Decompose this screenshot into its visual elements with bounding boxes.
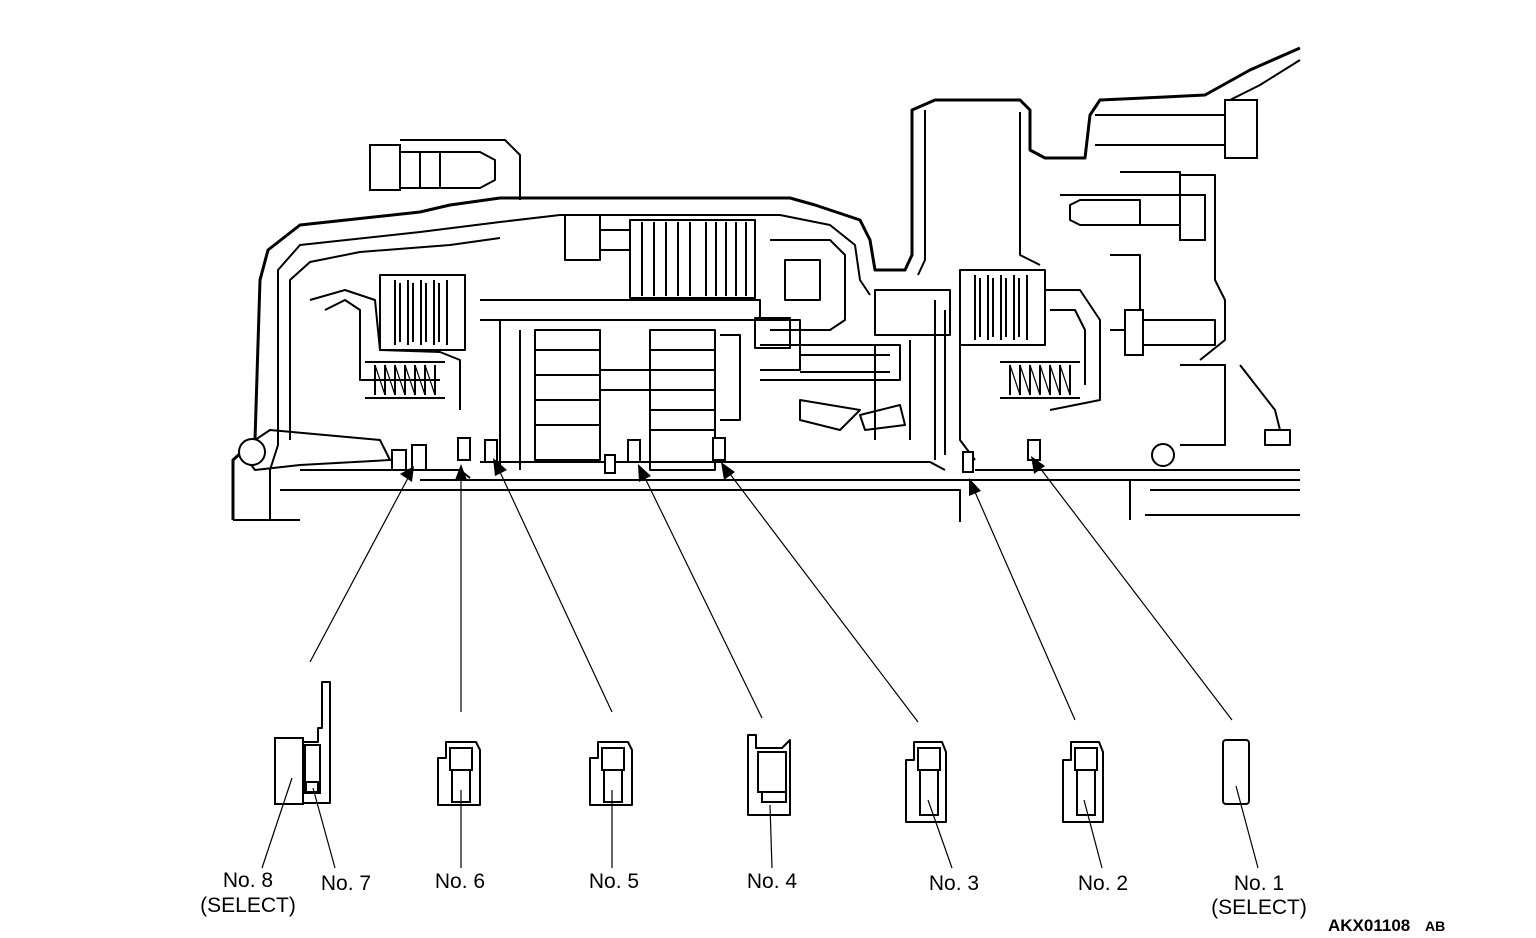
leader-no3 xyxy=(721,462,919,723)
leader-no8 xyxy=(309,466,414,663)
figure-code-suffix: AB xyxy=(1425,918,1445,934)
label-no5: No. 5 xyxy=(589,870,639,893)
bolt-left xyxy=(369,139,521,200)
bearing-details xyxy=(261,681,1259,869)
label-no4: No. 4 xyxy=(747,870,798,893)
label-no3: No. 3 xyxy=(929,872,979,895)
figure-code-main: AKX01108 xyxy=(1328,916,1410,935)
bearing-detail-no8-no7 xyxy=(261,681,336,869)
leader-no4 xyxy=(638,464,763,719)
clutch-pack-right xyxy=(874,254,1291,467)
bearing-detail-no5 xyxy=(589,741,633,868)
label-no1: No. 1 xyxy=(1234,872,1284,895)
bearing-detail-no1 xyxy=(1222,739,1259,869)
bearing-detail-no2 xyxy=(1062,741,1104,869)
sublabel-no8: (SELECT) xyxy=(200,894,296,917)
figure-code: AKX01108 AB xyxy=(1328,916,1445,935)
leader-no1 xyxy=(1031,456,1233,721)
label-no8: No. 8 xyxy=(223,869,273,892)
leader-no5 xyxy=(493,458,613,713)
clutch-pack-left xyxy=(309,274,466,410)
clutch-pack-center xyxy=(564,214,846,331)
assembly-cross-section xyxy=(231,46,1301,522)
housing-outline xyxy=(231,46,1301,520)
sublabel-no1: (SELECT) xyxy=(1211,896,1307,919)
bearing-detail-no6 xyxy=(437,741,481,868)
planetary-gear-set xyxy=(480,299,906,471)
bolt-right xyxy=(1060,99,1258,361)
callout-labels: No. 8 (SELECT) No. 7 No. 6 No. 5 No. 4 N… xyxy=(200,869,1307,919)
leader-no2 xyxy=(969,478,1076,721)
bearing-detail-no4 xyxy=(747,734,791,869)
leader-lines xyxy=(309,456,1233,723)
main-shaft xyxy=(233,300,1300,522)
label-no6: No. 6 xyxy=(435,870,485,893)
bearing-detail-no3 xyxy=(905,741,953,869)
label-no2: No. 2 xyxy=(1078,872,1128,895)
bearing-locations xyxy=(391,437,1041,474)
leader-no6 xyxy=(455,464,467,712)
label-no7: No. 7 xyxy=(321,872,371,895)
